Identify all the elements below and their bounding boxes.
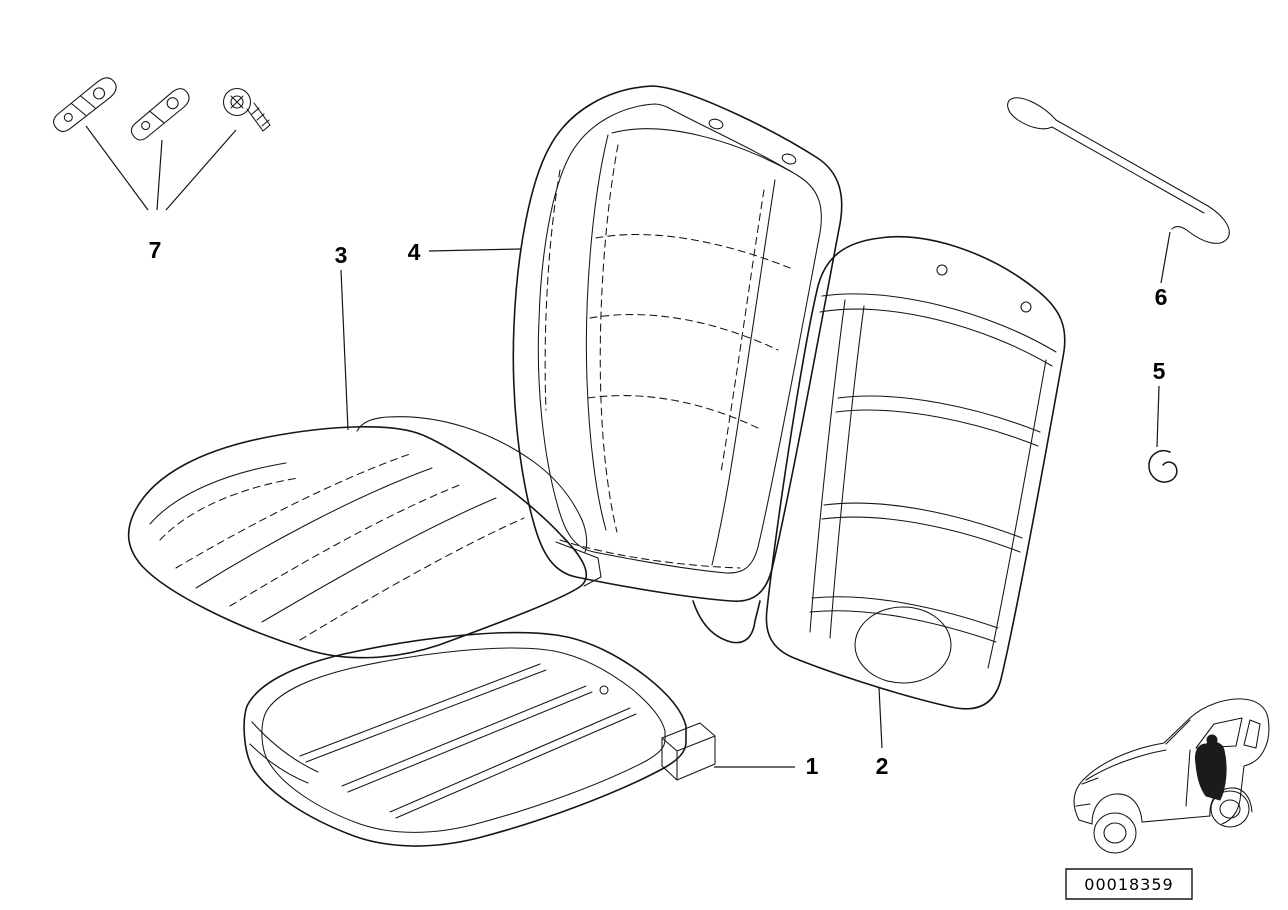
callout-5[interactable]: 5 bbox=[1153, 358, 1166, 384]
leader-line-3 bbox=[341, 270, 348, 430]
lumbar-cutout bbox=[855, 607, 951, 683]
leader-line-2 bbox=[879, 688, 882, 748]
callout-3[interactable]: 3 bbox=[335, 242, 348, 268]
rear-wheel bbox=[1211, 791, 1249, 827]
leader-line-7b bbox=[157, 140, 162, 210]
front-wheel bbox=[1094, 813, 1136, 853]
part-number-text: 00018359 bbox=[1084, 875, 1173, 894]
seat-cushion-cover-drawing bbox=[129, 417, 601, 658]
backrest-pad-drawing bbox=[766, 237, 1064, 709]
leader-line-4 bbox=[429, 249, 521, 251]
car-location-inset-icon bbox=[1074, 699, 1269, 853]
seat-base-pad-drawing bbox=[244, 633, 715, 846]
button-hole bbox=[937, 265, 947, 275]
callout-7[interactable]: 7 bbox=[149, 237, 162, 263]
highlighted-headrest bbox=[1207, 735, 1217, 745]
leader-line-7a bbox=[86, 126, 148, 210]
backrest-cover-drawing bbox=[513, 86, 841, 643]
highlighted-seat bbox=[1195, 742, 1226, 800]
callout-4[interactable]: 4 bbox=[408, 239, 421, 265]
fixing-hole bbox=[600, 686, 608, 694]
leader-line-7c bbox=[166, 130, 236, 210]
button-hole bbox=[781, 152, 797, 165]
retaining-clip-drawing bbox=[1149, 451, 1177, 482]
fastener-set-drawing bbox=[50, 74, 270, 210]
callout-6[interactable]: 6 bbox=[1155, 284, 1168, 310]
bracket-lever-icon bbox=[127, 85, 194, 143]
callout-2[interactable]: 2 bbox=[876, 753, 889, 779]
leader-line-6 bbox=[1161, 232, 1170, 283]
button-hole bbox=[1021, 302, 1031, 312]
part-number-box: 00018359 bbox=[1066, 869, 1192, 899]
tension-wire-drawing bbox=[1008, 98, 1230, 244]
leader-line-5 bbox=[1157, 386, 1159, 447]
button-hole bbox=[708, 118, 724, 130]
pad-bracket bbox=[662, 723, 715, 780]
callout-1[interactable]: 1 bbox=[806, 753, 819, 779]
screw-icon bbox=[224, 89, 271, 132]
bracket-lever-icon bbox=[50, 74, 121, 135]
